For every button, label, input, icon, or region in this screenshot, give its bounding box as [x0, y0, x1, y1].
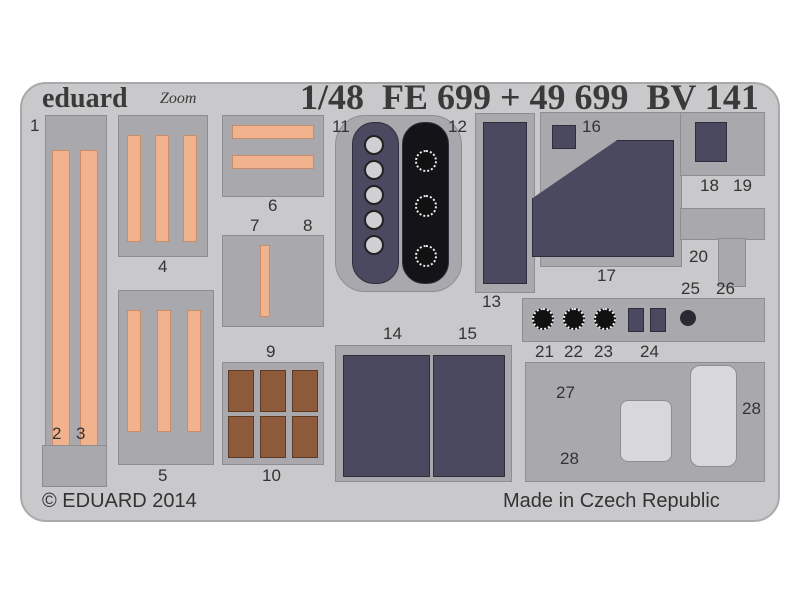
seat-pad — [260, 370, 286, 412]
part-label: 12 — [448, 117, 467, 136]
seat-pad — [292, 416, 318, 458]
gauge — [415, 195, 437, 217]
part-label: 5 — [158, 466, 168, 485]
part-label: 27 — [556, 383, 575, 402]
part-label: 23 — [594, 342, 613, 361]
part-label: 25 — [681, 279, 700, 298]
part-24 — [650, 308, 666, 332]
part-label: 4 — [158, 257, 168, 276]
part-label: 17 — [597, 266, 616, 285]
part-28 — [690, 365, 737, 467]
seat-pad — [260, 416, 286, 458]
part-28 — [620, 400, 672, 462]
gauge — [415, 245, 437, 267]
belt-strap — [80, 150, 98, 452]
part-label: 10 — [262, 466, 281, 485]
part-label: 16 — [582, 117, 601, 136]
part-label: 15 — [458, 324, 477, 343]
gauge — [594, 308, 616, 330]
part-label: 11 — [332, 117, 350, 136]
origin-text: Made in Czech Republic — [503, 490, 720, 512]
part-label: 24 — [640, 342, 659, 361]
belt-strap — [155, 135, 169, 242]
belt-strap — [183, 135, 197, 242]
brand-logo: eduard — [42, 83, 128, 114]
gauge — [364, 210, 384, 230]
part-15-panel — [433, 355, 505, 477]
seat-pad — [228, 416, 254, 458]
part-label: 6 — [268, 196, 278, 215]
part-25 — [680, 310, 696, 326]
part-14-panel — [343, 355, 430, 477]
part-label: 28 — [742, 399, 761, 418]
part-20-frame — [680, 208, 765, 240]
part-label: 26 — [716, 279, 735, 298]
part-16 — [552, 125, 576, 149]
part-label: 9 — [266, 342, 276, 361]
gauge — [532, 308, 554, 330]
part-18 — [695, 122, 727, 162]
part-label: 22 — [564, 342, 583, 361]
belt-strap — [187, 310, 201, 432]
part-label: 20 — [689, 247, 708, 266]
belt-strap — [127, 135, 141, 242]
part-label: 3 — [76, 424, 86, 443]
product-title: 1/48 FE 699 + 49 699 BV 141 — [300, 77, 759, 117]
copyright-text: © EDUARD 2014 — [42, 490, 197, 512]
gauge — [364, 160, 384, 180]
seat-pad — [228, 370, 254, 412]
part-2-3-frame — [42, 445, 107, 487]
gauge — [364, 235, 384, 255]
part-label: 18 — [700, 176, 719, 195]
belt-buckles — [232, 125, 314, 139]
gauge — [364, 185, 384, 205]
belt-buckles — [232, 155, 314, 169]
zoom-logo: Zoom — [160, 90, 197, 107]
part-label: 1 — [30, 116, 40, 135]
part-24 — [628, 308, 644, 332]
belt-strap — [127, 310, 141, 432]
gauge — [364, 135, 384, 155]
seat-pad — [292, 370, 318, 412]
side-panel-13 — [483, 122, 527, 284]
part-7-8-frame — [222, 235, 324, 327]
part-label: 21 — [535, 342, 554, 361]
part-label: 19 — [733, 176, 752, 195]
part-label: 2 — [52, 424, 62, 443]
part-20-stem — [718, 238, 746, 287]
part-label: 8 — [303, 216, 313, 235]
part-label: 7 — [250, 216, 260, 235]
gauge — [415, 150, 437, 172]
part-label: 28 — [560, 449, 579, 468]
belt-strap — [157, 310, 171, 432]
gauge — [563, 308, 585, 330]
background-strip — [0, 70, 800, 82]
belt-strap — [260, 245, 270, 317]
part-label: 14 — [383, 324, 402, 343]
part-label: 13 — [482, 292, 501, 311]
belt-strap — [52, 150, 70, 452]
